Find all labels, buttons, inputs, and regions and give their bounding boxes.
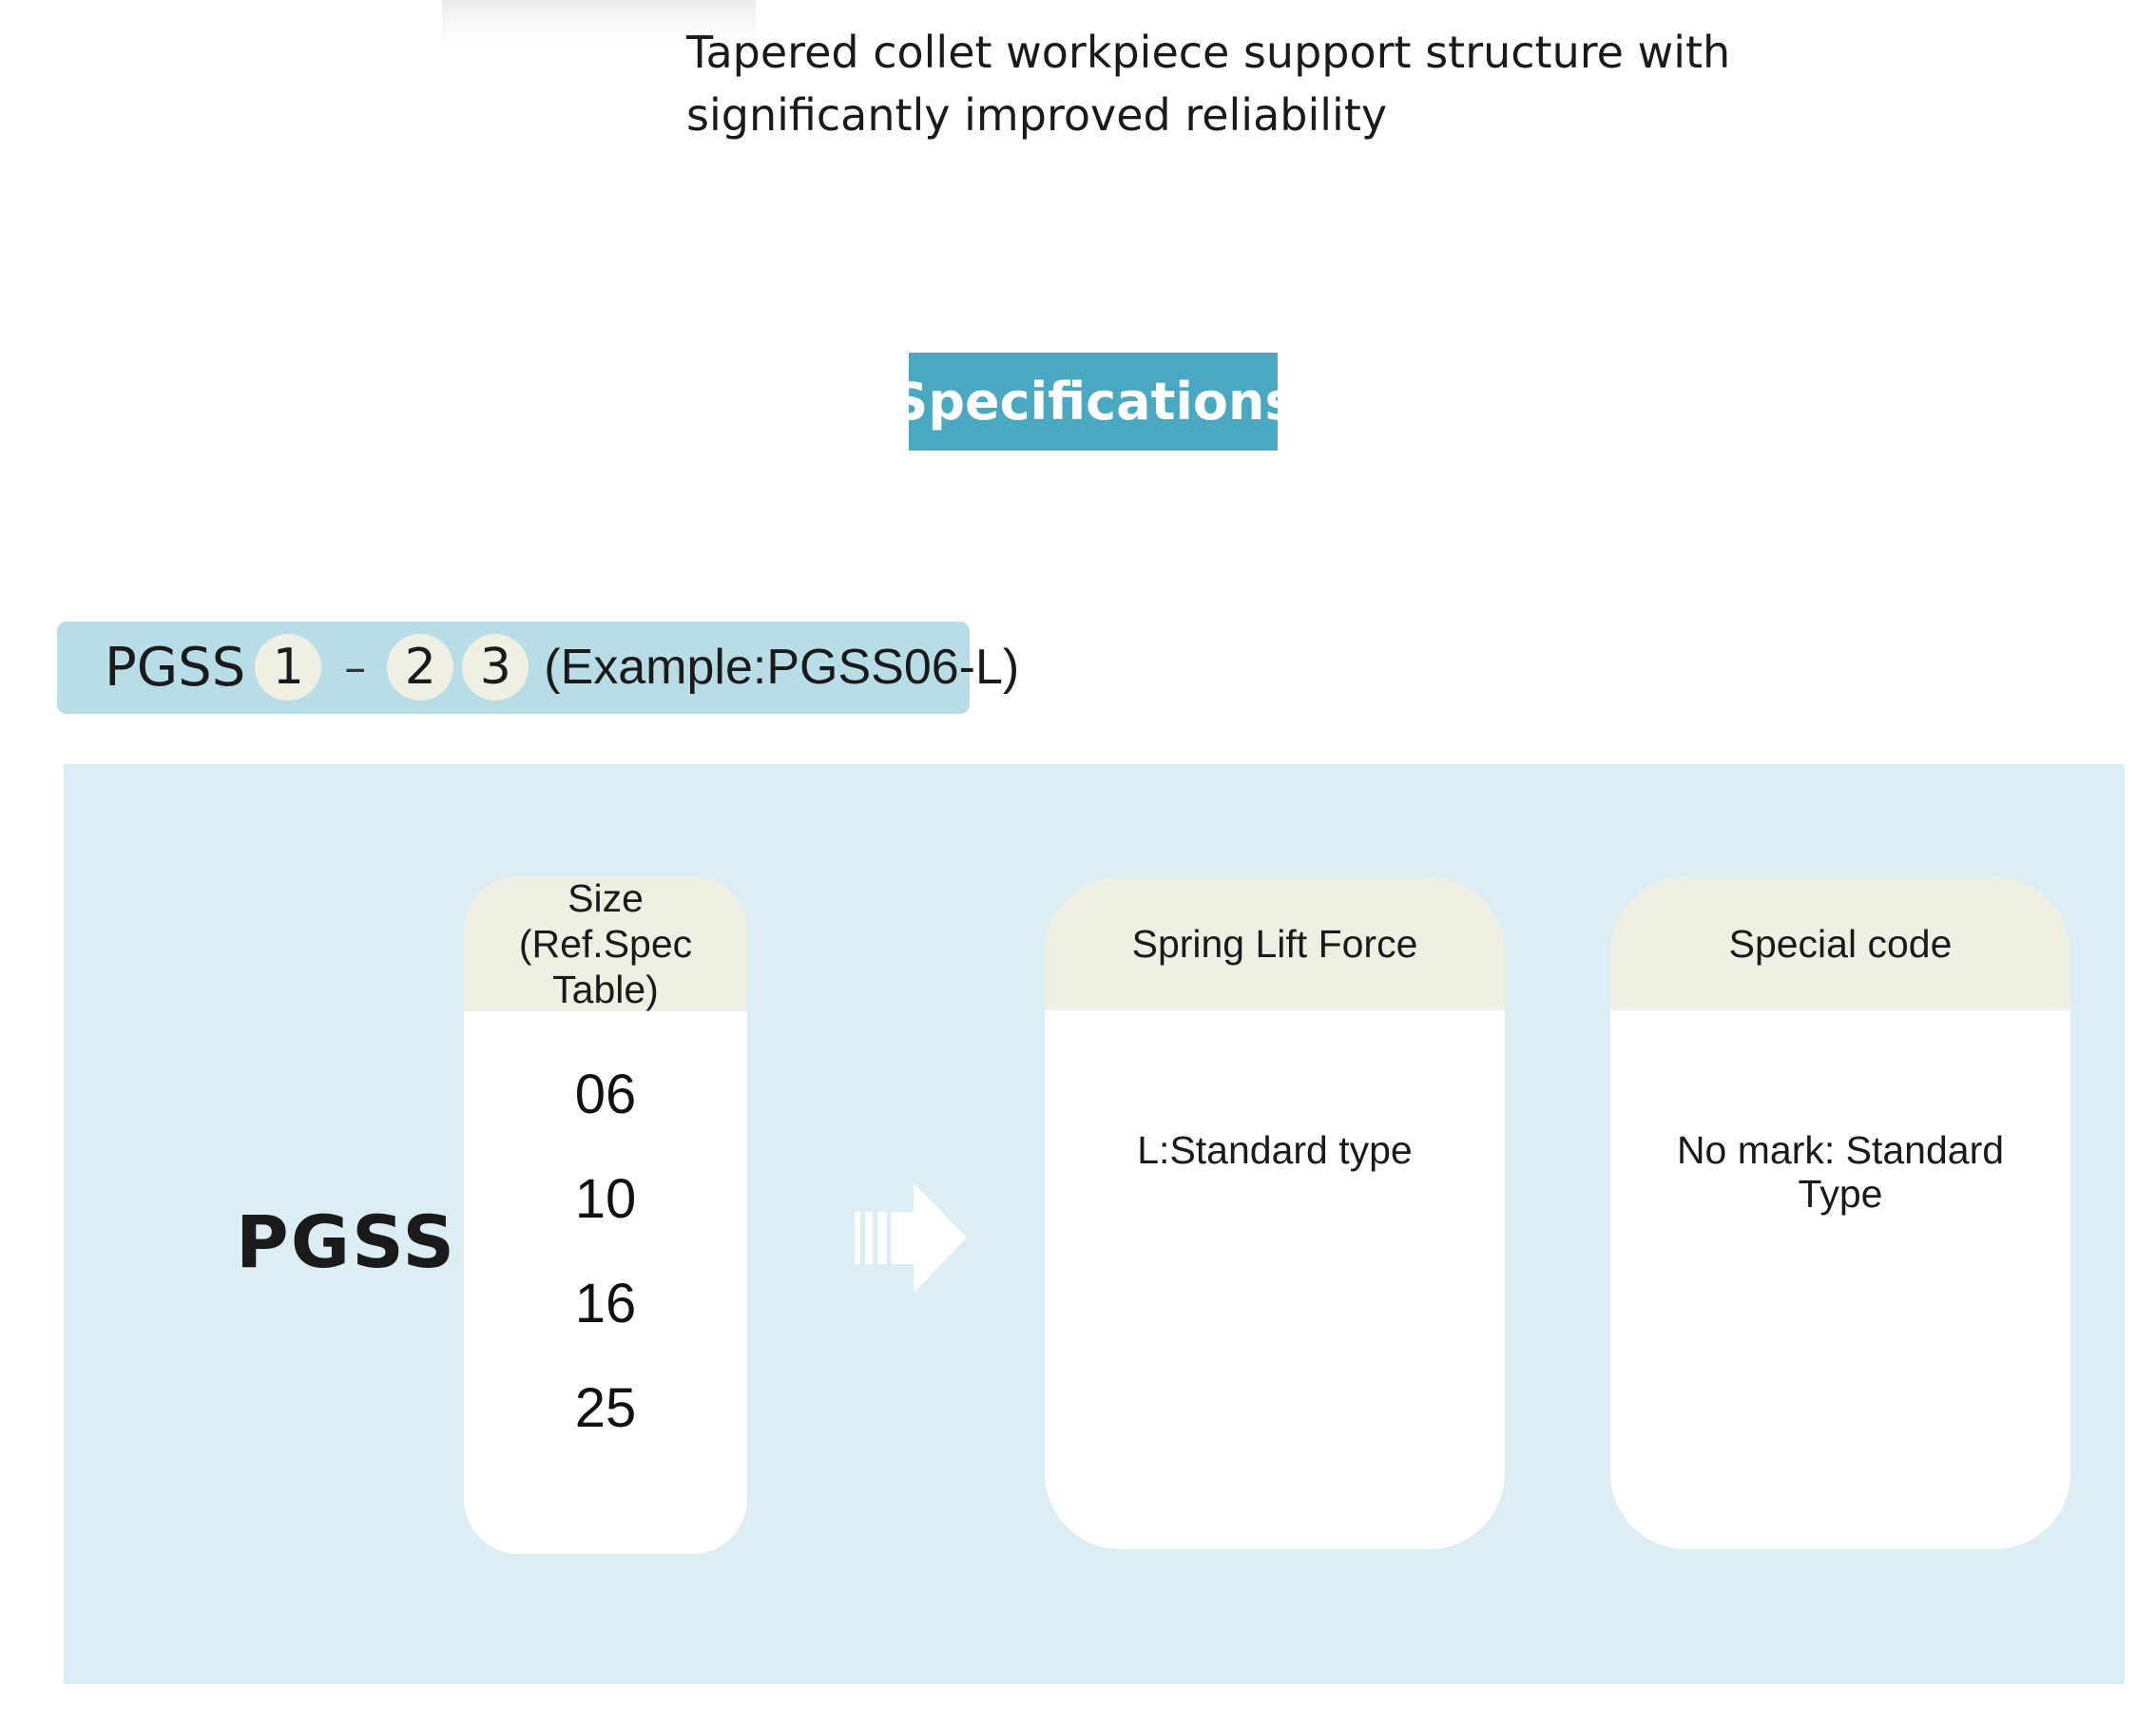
slot-badge-2: 2 [387, 634, 454, 700]
size-item: 16 [574, 1273, 637, 1334]
model-code: PGSS 1 – 2 3 (Example:PGSS06-L) [105, 629, 1019, 705]
slot-badge-3: 3 [462, 634, 529, 700]
size-card-header: Size (Ref.Spec Table) [464, 876, 747, 1011]
arrow-right-icon [855, 1183, 967, 1293]
intro-text: Tapered collet workpiece support structu… [686, 21, 1922, 146]
size-item: 10 [574, 1168, 637, 1230]
intro-line-1: Tapered collet workpiece support structu… [686, 27, 1731, 78]
model-prefix: PGSS [105, 636, 246, 699]
series-label: PGSS [236, 1199, 457, 1284]
size-header-line-2: (Ref.Spec Table) [518, 922, 693, 1011]
size-header-line-1: Size [568, 876, 644, 920]
special-card: Special code No mark: Standard Type [1610, 877, 2070, 1549]
special-card-body: No mark: Standard Type [1610, 1010, 2070, 1549]
model-dash: – [344, 642, 367, 693]
size-item: 25 [574, 1377, 637, 1439]
special-card-header: Special code [1610, 877, 2070, 1010]
size-item: 06 [574, 1064, 637, 1125]
spring-card: Spring Lift Force L:Standard type [1045, 877, 1505, 1549]
intro-line-2: significantly improved reliability [686, 89, 1388, 141]
spring-card-header: Spring Lift Force [1045, 877, 1505, 1010]
slot-badge-1: 1 [255, 634, 322, 700]
size-card: Size (Ref.Spec Table) 06 10 16 25 [464, 876, 747, 1554]
model-example: (Example:PGSS06-L) [544, 640, 1020, 695]
spring-card-body: L:Standard type [1045, 1010, 1505, 1549]
spring-value: L:Standard type [1137, 1128, 1413, 1172]
size-list: 06 10 16 25 [464, 1011, 747, 1461]
top-image-fade [442, 0, 756, 48]
section-title: Specifications [891, 353, 1296, 451]
special-value: No mark: Standard Type [1676, 1128, 2005, 1216]
